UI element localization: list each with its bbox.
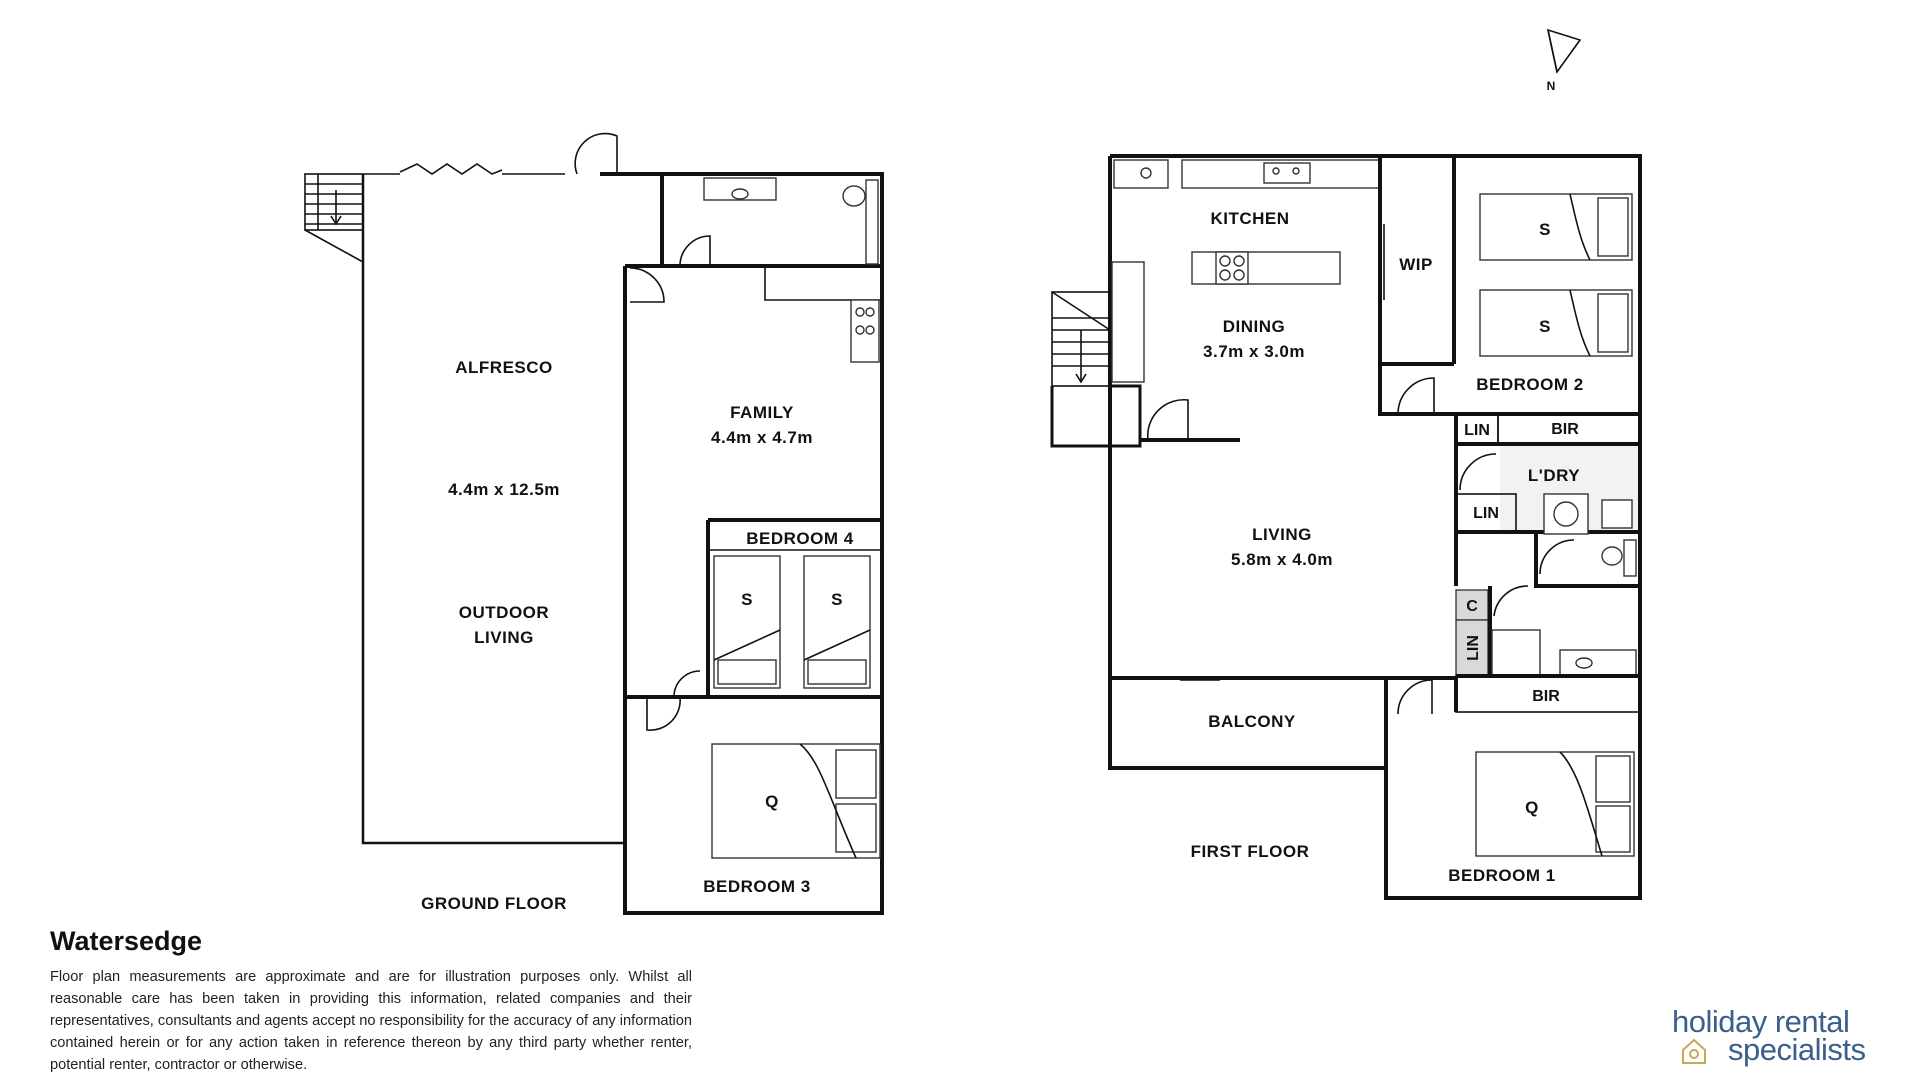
ground-stairs bbox=[304, 173, 364, 263]
wip-label: WIP bbox=[1399, 255, 1433, 274]
bedroom4-bed1-label: S bbox=[741, 590, 753, 609]
lin-b-label: LIN bbox=[1473, 505, 1499, 522]
bedroom3-bed bbox=[711, 743, 881, 859]
brand-line-2: specialists bbox=[1728, 1032, 1866, 1067]
brand-line-1: holiday rental bbox=[1672, 1004, 1850, 1039]
living-size: 5.8m x 4.0m bbox=[1231, 550, 1333, 569]
balcony-label: BALCONY bbox=[1208, 712, 1296, 731]
family-size: 4.4m x 4.7m bbox=[711, 428, 813, 447]
house-key-icon bbox=[1682, 1038, 1706, 1064]
property-name: Watersedge bbox=[50, 926, 203, 956]
outdoor-living-label-2: LIVING bbox=[474, 628, 534, 647]
bedroom2-bed-1 bbox=[1479, 193, 1633, 261]
bedroom2-bed2-label: S bbox=[1539, 317, 1551, 336]
brand-logo: holiday rental specialists bbox=[1672, 1004, 1882, 1067]
kitchen-label: KITCHEN bbox=[1210, 209, 1289, 228]
bedroom4-bed-1 bbox=[713, 555, 781, 689]
bedroom2-bed-2 bbox=[1479, 289, 1633, 357]
ground-floor-plan bbox=[304, 132, 884, 915]
bir-b-label: BIR bbox=[1532, 688, 1560, 705]
bir-a-label: BIR bbox=[1551, 421, 1579, 438]
ground-floor-label: GROUND FLOOR bbox=[421, 894, 567, 913]
disclaimer-text: Floor plan measurements are approximate … bbox=[50, 969, 692, 1073]
living-label: LIVING bbox=[1252, 525, 1312, 544]
bedroom3-bed-label: Q bbox=[765, 792, 779, 811]
alfresco-size: 4.4m x 12.5m bbox=[448, 480, 560, 499]
family-label: FAMILY bbox=[730, 403, 794, 422]
cupboard-label: C bbox=[1466, 598, 1478, 615]
lin-c-label: LIN bbox=[1465, 635, 1482, 661]
north-arrow-icon: N bbox=[1547, 28, 1582, 93]
bedroom2-bed1-label: S bbox=[1539, 220, 1551, 239]
lin-a-label: LIN bbox=[1464, 422, 1490, 439]
first-stairs bbox=[1050, 291, 1240, 448]
dining-size: 3.7m x 3.0m bbox=[1203, 342, 1305, 361]
bedroom4-bed2-label: S bbox=[831, 590, 843, 609]
bedroom4-bed-2 bbox=[803, 555, 871, 689]
dining-label: DINING bbox=[1223, 317, 1286, 336]
alfresco-label: ALFRESCO bbox=[455, 358, 553, 377]
bedroom1-bed bbox=[1475, 751, 1635, 857]
laundry-label: L'DRY bbox=[1528, 466, 1580, 485]
compass-label: N bbox=[1547, 79, 1556, 93]
bedroom1-label: BEDROOM 1 bbox=[1448, 866, 1555, 885]
outdoor-living-label-1: OUTDOOR bbox=[459, 603, 549, 622]
bedroom3-label: BEDROOM 3 bbox=[703, 877, 810, 896]
bedroom4-label: BEDROOM 4 bbox=[746, 529, 854, 548]
first-floor-plan bbox=[1050, 154, 1642, 900]
bedroom2-label: BEDROOM 2 bbox=[1476, 375, 1583, 394]
first-floor-label: FIRST FLOOR bbox=[1191, 842, 1310, 861]
bedroom1-bed-label: Q bbox=[1525, 798, 1539, 817]
